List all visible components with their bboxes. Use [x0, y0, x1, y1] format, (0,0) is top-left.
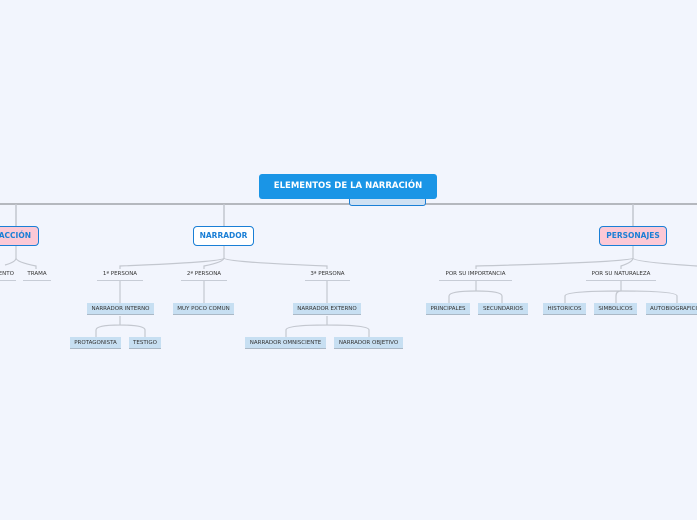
- node-secundarios[interactable]: SECUNDARIOS: [478, 303, 528, 315]
- node-simbolicos[interactable]: SIMBOLICOS: [594, 303, 637, 315]
- root-shadow: [349, 196, 426, 206]
- node-narrador-interno[interactable]: NARRADOR INTERNO: [87, 303, 154, 315]
- subtopic-por-su-importancia[interactable]: POR SU IMPORTANCIA: [439, 269, 512, 281]
- subtopic-1a-persona[interactable]: 1ª PERSONA: [97, 269, 143, 281]
- subtopic-3a-persona[interactable]: 3ª PERSONA: [305, 269, 350, 281]
- subtopic-por-su-naturaleza[interactable]: POR SU NATURALEZA: [586, 269, 656, 281]
- node-muy-poco-comun[interactable]: MUY POCO COMUN: [173, 303, 234, 315]
- node-narrador-omnisciente[interactable]: NARRADOR OMNISCIENTE: [245, 337, 326, 349]
- node-principales[interactable]: PRINCIPALES: [426, 303, 470, 315]
- node-narrador-externo[interactable]: NARRADOR EXTERNO: [293, 303, 361, 315]
- node-historicos[interactable]: HISTORICOS: [543, 303, 586, 315]
- subtopic-2a-persona[interactable]: 2ª PERSONA: [181, 269, 227, 281]
- topic-personajes[interactable]: PERSONAJES: [599, 226, 667, 246]
- topic-accion[interactable]: ACCIÓN: [0, 226, 39, 246]
- node-protagonista[interactable]: PROTAGONISTA: [70, 337, 121, 349]
- subtopic-argumento[interactable]: ARGUMENTO: [0, 269, 16, 281]
- topic-narrador[interactable]: NARRADOR: [193, 226, 254, 246]
- node-narrador-objetivo[interactable]: NARRADOR OBJETIVO: [334, 337, 403, 349]
- root-topic[interactable]: ELEMENTOS DE LA NARRACIÓN: [259, 174, 437, 199]
- subtopic-trama[interactable]: TRAMA: [23, 269, 51, 281]
- node-testigo[interactable]: TESTIGO: [129, 337, 161, 349]
- node-autobiograficos[interactable]: AUTOBIOGRAFICOS: [646, 303, 697, 315]
